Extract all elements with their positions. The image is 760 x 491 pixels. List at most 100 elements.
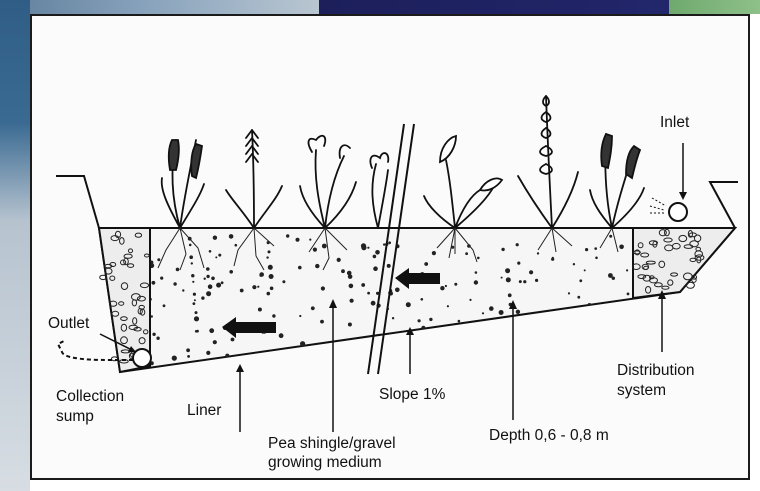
gravel-dot — [337, 258, 341, 262]
gravel-dot — [299, 315, 301, 317]
distribution-label-line2: system — [617, 382, 666, 400]
gravel-dot — [505, 268, 510, 273]
gravel-dot — [608, 273, 613, 278]
gravel-dot — [587, 323, 592, 328]
gravel-dot — [615, 314, 618, 317]
ground-right — [710, 182, 738, 228]
depth-label: Depth 0,6 - 0,8 m — [489, 427, 609, 445]
gravel-dot — [195, 311, 198, 314]
gravel-dot — [187, 355, 190, 358]
gravel-dot — [229, 270, 233, 274]
gravel-dot — [619, 245, 624, 250]
gravel-dot — [373, 255, 377, 259]
inlet-gravel-zone — [633, 228, 735, 298]
gravel-dot — [221, 281, 224, 284]
gravel-dot — [506, 277, 511, 282]
gravel-dot — [626, 269, 628, 271]
gravel-dot — [527, 325, 530, 328]
gravel-dot — [579, 358, 582, 361]
gravel-dot — [296, 238, 300, 242]
gravel-dot — [537, 252, 539, 254]
gravel-dot — [518, 337, 522, 341]
gravel-dot — [585, 306, 589, 310]
gravel-dot — [363, 349, 367, 353]
gravel-dot — [499, 310, 504, 315]
gravel-dot — [258, 308, 262, 312]
gravel-dot — [535, 279, 538, 282]
gravel-dot — [421, 298, 424, 301]
gravel-dot — [350, 350, 354, 354]
gravel-dot — [406, 302, 411, 307]
slope-label: Slope 1% — [379, 386, 445, 404]
gravel-dot — [361, 283, 365, 287]
gravel-dot — [240, 289, 244, 293]
gravel-dot — [426, 354, 428, 356]
liner-label: Liner — [187, 402, 221, 420]
gravel-dot — [395, 288, 400, 293]
gravel-dot — [267, 292, 271, 296]
gravel-dot — [204, 278, 206, 280]
gravel-dot — [373, 266, 378, 271]
gravel-dot — [491, 362, 493, 364]
gravel-dot — [523, 280, 526, 283]
gravel-dot — [440, 286, 444, 290]
gravel-dot — [489, 335, 491, 337]
gravel-dot — [348, 323, 352, 327]
gravel-dot — [568, 292, 570, 294]
pea-shingle-label-line2: growing medium — [268, 454, 382, 472]
gravel-dot — [157, 258, 160, 261]
inlet-label: Inlet — [660, 114, 689, 132]
gravel-dot — [259, 274, 262, 277]
gravel-dot — [594, 247, 597, 250]
gravel-dot — [350, 299, 354, 303]
collection-sump-label-line2: sump — [56, 408, 94, 426]
gravel-dot — [282, 280, 285, 283]
gravel-dot — [475, 271, 478, 274]
gravel-dot — [192, 281, 194, 283]
gravel-dot — [235, 244, 238, 247]
gravel-dot — [375, 250, 380, 255]
gravel-dot — [193, 302, 196, 305]
gravel-dot — [191, 262, 193, 264]
gravel-dot — [501, 248, 504, 251]
gravel-dot — [489, 306, 494, 311]
gravel-dot — [194, 316, 199, 321]
gravel-dot — [469, 299, 471, 301]
inlet-pipe — [669, 203, 687, 221]
gravel-dot — [589, 312, 592, 315]
gravel-dot — [585, 248, 588, 251]
gravel-dot — [519, 280, 522, 283]
gravel-dot — [321, 286, 325, 290]
gravel-dot — [313, 248, 317, 252]
gravel-dot — [367, 292, 370, 295]
gravel-dot — [472, 327, 474, 329]
gravel-dot — [186, 348, 190, 352]
gravel-dot — [579, 279, 582, 282]
gravel-dot — [298, 266, 302, 270]
gravel-dot — [529, 270, 533, 274]
gravel-dot — [266, 256, 268, 258]
gravel-dot — [152, 333, 155, 336]
gravel-dot — [508, 293, 512, 297]
gravel-dot — [514, 355, 517, 358]
gravel-dot — [229, 234, 234, 239]
gravel-dot — [252, 285, 256, 289]
gravel-dot — [163, 304, 166, 307]
gravel-dot — [517, 262, 520, 265]
gravel-dot — [340, 348, 344, 352]
gravel-dot — [272, 314, 275, 317]
distribution-label-line1: Distribution — [617, 362, 695, 380]
gravel-dot — [213, 236, 217, 240]
gravel-dot — [577, 296, 580, 299]
gravel-dot — [383, 243, 385, 245]
gravel-dot — [269, 274, 274, 279]
gravel-dot — [473, 359, 478, 364]
coarse-gravel-stone — [686, 282, 694, 288]
gravel-dot — [279, 333, 284, 338]
gravel-dot — [516, 243, 519, 246]
gravel-dot — [629, 321, 631, 323]
gravel-dot — [465, 252, 468, 255]
gravel-dot — [532, 327, 535, 330]
gravel-dot — [193, 293, 196, 296]
